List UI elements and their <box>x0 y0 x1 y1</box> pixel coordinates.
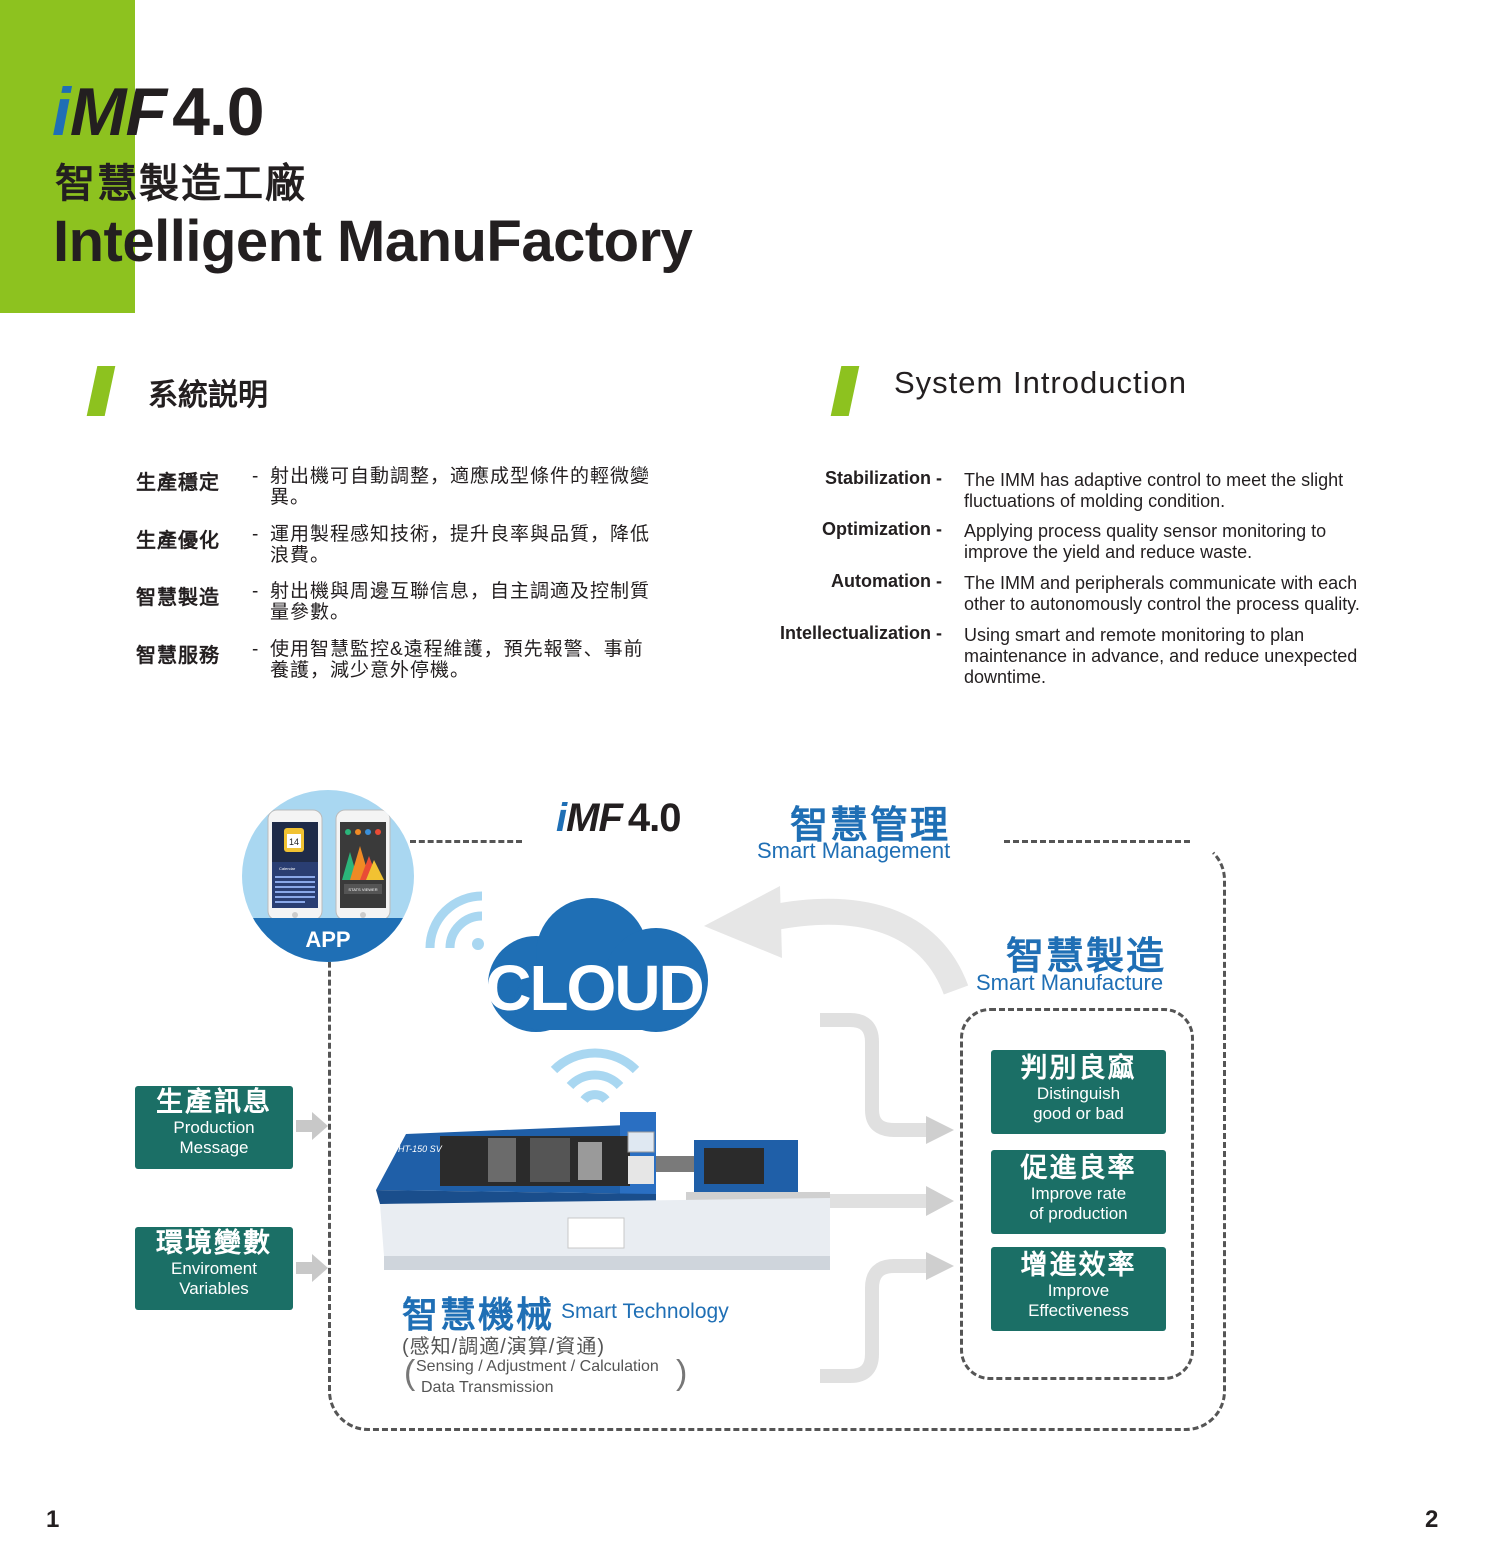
input-en-1: Enviroment <box>171 1259 257 1279</box>
en-item-text: The IMM and peripherals communicate with… <box>964 573 1360 614</box>
smart-technology-zh-sub: (感知/調適/演算/資通) <box>402 1336 605 1358</box>
tech-en-sub-line-1: Sensing / Adjustment / Calculation <box>416 1358 659 1375</box>
logo-i: i <box>52 74 71 150</box>
phones-illustration: 14 Calendar STATS VIEWER <box>242 809 414 962</box>
smart-management-zh: 智慧管理 <box>790 805 951 847</box>
zh-item-text: 使用智慧監控&遠程維護，預先報警、事前養護，減少意外停機。 <box>270 639 644 681</box>
en-item-text: Using smart and remote monitoring to pla… <box>964 625 1358 687</box>
zh-item-definition: -使用智慧監控&遠程維護，預先報警、事前養護，減少意外停機。 <box>252 639 652 681</box>
output-arrows <box>820 1013 954 1383</box>
diagram-logo-version: 4.0 <box>627 796 682 840</box>
dash: - <box>252 581 260 602</box>
logo-mf: MF <box>69 74 167 150</box>
manufacture-results-frame <box>960 1008 1194 1380</box>
improve-efficiency-box: 增進效率 Improve Effectiveness <box>991 1247 1166 1331</box>
zh-item-term: 智慧服務 <box>136 645 220 667</box>
dash: - <box>252 524 260 545</box>
en-item-text: The IMM has adaptive control to meet the… <box>964 470 1344 511</box>
calendar-grid <box>275 876 315 903</box>
environment-variables-box: 環境變數 Enviroment Variables <box>135 1227 293 1310</box>
app-circle: 14 Calendar STATS VIEWER <box>242 790 414 962</box>
smart-manufacture-en: Smart Manufacture <box>976 970 1164 995</box>
machine-model-label: HT-150 SV <box>398 1144 443 1154</box>
output-zh: 判別良窳 <box>1020 1053 1137 1083</box>
en-item-text: Applying process quality sensor monitori… <box>964 521 1327 562</box>
page-number-right: 2 <box>1425 1506 1439 1533</box>
diagram-frame-top-right <box>1004 840 1190 843</box>
app-label: APP <box>305 927 351 952</box>
output-en-1: Improve <box>1047 1281 1110 1301</box>
input-zh: 生產訊息 <box>156 1087 272 1117</box>
input-en-1: Production <box>173 1118 255 1138</box>
diagram-frame <box>328 840 1226 1431</box>
input-en-2: Variables <box>179 1279 249 1299</box>
wifi-signal-icon <box>550 1048 640 1104</box>
smart-technology-zh: 智慧機械 <box>402 1294 555 1335</box>
zh-item-term: 生產穩定 <box>136 472 220 494</box>
tech-en-sub-line-2: Data Transmission <box>421 1379 554 1396</box>
output-zh: 促進良率 <box>1020 1153 1137 1183</box>
zh-item-definition: -運用製程感知技術，提升良率與品質，降低浪費。 <box>252 524 652 566</box>
green-accent-bar <box>0 0 135 313</box>
section-marker-zh <box>86 366 116 416</box>
output-en-1: Distinguish <box>1036 1084 1121 1104</box>
output-en-2: Effectiveness <box>1028 1301 1129 1321</box>
zh-item-text: 射出機可自動調整，適應成型條件的輕微變異。 <box>270 466 651 508</box>
en-item-term: Stabilization - <box>825 468 942 488</box>
input-zh: 環境變數 <box>156 1228 272 1258</box>
stats-label: STATS VIEWER <box>348 887 377 892</box>
section-heading-en: System Introduction <box>894 365 1187 400</box>
en-item-term: Automation - <box>831 571 942 591</box>
dash: - <box>252 466 260 487</box>
logo-version: 4.0 <box>172 74 265 150</box>
zh-item-term: 生產優化 <box>136 530 220 552</box>
diagram-frame-top-left <box>410 840 522 843</box>
output-en-2: good or bad <box>1033 1104 1124 1124</box>
zh-item-definition: -射出機可自動調整，適應成型條件的輕微變異。 <box>252 466 652 508</box>
dash: - <box>252 639 260 660</box>
improve-yield-box: 促進良率 Improve rate of production <box>991 1150 1166 1234</box>
calendar-day: 14 <box>289 837 299 847</box>
calendar-label: Calendar <box>279 866 296 871</box>
paren-close: ) <box>676 1354 688 1392</box>
cloud-label: CLOUD <box>485 952 703 1024</box>
output-zh: 增進效率 <box>1020 1250 1137 1280</box>
input-en-2: Message <box>179 1138 249 1158</box>
smart-manufacture-zh: 智慧製造 <box>1006 936 1167 978</box>
imf-logo: iMF4.0 <box>52 78 265 146</box>
en-item-term: Optimization - <box>822 519 942 539</box>
smart-technology-en-sub: Sensing / Adjustment / Calculation Data … <box>416 1356 659 1398</box>
page-number-left: 1 <box>46 1506 60 1533</box>
section-heading-zh: 系統説明 <box>148 379 268 412</box>
input-arrows <box>296 1112 328 1282</box>
production-message-box: 生產訊息 Production Message <box>135 1086 293 1169</box>
paren-open: ( <box>404 1354 416 1392</box>
zh-item-text: 射出機與周邊互聯信息，自主調適及控制質量參數。 <box>270 581 651 623</box>
section-marker-en <box>830 366 860 416</box>
output-en-2: of production <box>1029 1204 1128 1224</box>
smart-management-en: Smart Management <box>757 838 951 863</box>
distinguish-quality-box: 判別良窳 Distinguish good or bad <box>991 1050 1166 1134</box>
injection-machine-illustration: HT-150 SV <box>376 1112 830 1270</box>
diagram-logo-mf: MF <box>566 796 623 840</box>
cloud-icon: CLOUD <box>485 898 708 1032</box>
page-title-en: Intelligent ManuFactory <box>53 209 693 274</box>
wifi-icon <box>425 891 484 950</box>
zh-item-text: 運用製程感知技術，提升良率與品質，降低浪費。 <box>270 524 651 566</box>
diagram-logo-i: i <box>556 796 567 840</box>
output-en-1: Improve rate <box>1030 1184 1127 1204</box>
smart-technology-en: Smart Technology <box>561 1300 729 1323</box>
zh-item-term: 智慧製造 <box>136 587 220 609</box>
en-item-term: Intellectualization - <box>779 623 942 643</box>
page-title-zh: 智慧製造工廠 <box>55 162 307 206</box>
zh-item-definition: -射出機與周邊互聯信息，自主調適及控制質量參數。 <box>252 581 652 623</box>
feedback-arrow <box>704 886 969 995</box>
